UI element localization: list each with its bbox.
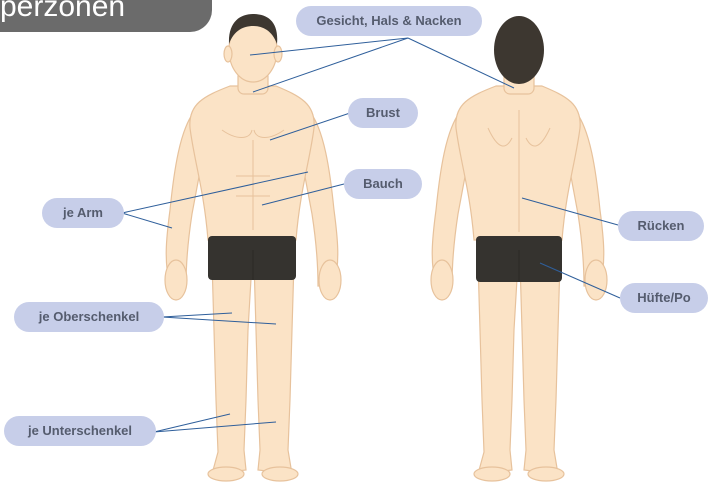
front-torso (190, 86, 314, 240)
back-left-leg (478, 262, 518, 474)
label-lower-leg: je Unterschenkel (4, 416, 156, 446)
front-shorts (208, 236, 296, 280)
front-right-leg (254, 262, 294, 474)
label-belly: Bauch (344, 169, 422, 199)
back-torso (456, 86, 580, 240)
back-left-hand (431, 260, 453, 300)
front-right-hand (319, 260, 341, 300)
front-left-leg (212, 262, 252, 474)
front-right-foot (262, 467, 298, 481)
label-thigh: je Oberschenkel (14, 302, 164, 332)
label-back: Rücken (618, 211, 704, 241)
back-right-leg (520, 262, 560, 474)
back-right-hand (585, 260, 607, 300)
front-left-foot (208, 467, 244, 481)
label-hip: Hüfte/Po (620, 283, 708, 313)
back-right-foot (528, 467, 564, 481)
back-left-foot (474, 467, 510, 481)
label-arm: je Arm (42, 198, 124, 228)
label-chest: Brust (348, 98, 418, 128)
label-face-neck: Gesicht, Hals & Nacken (296, 6, 482, 36)
front-left-hand (165, 260, 187, 300)
back-head-hair (494, 16, 544, 84)
